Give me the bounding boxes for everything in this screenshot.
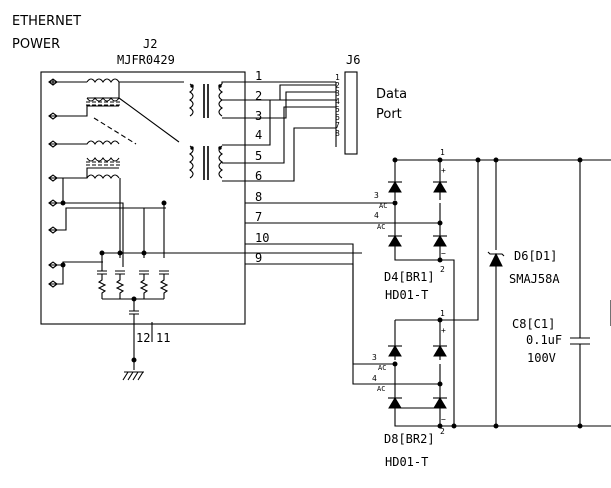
j6-connector-box (344, 71, 358, 155)
bridge2-ac-2: AC (377, 385, 385, 393)
j2-pin-2: 2 (255, 89, 262, 103)
tvs-diode-d6 (487, 160, 505, 426)
j6-label-port: Port (376, 107, 402, 122)
j2-pin-4: 4 (255, 128, 262, 142)
common-mode-choke-lower (57, 140, 122, 179)
bridge2-pin-4: 4 (372, 374, 377, 383)
ground-wire (133, 322, 153, 370)
output-rails (440, 157, 611, 429)
j2-pin-8: 8 (255, 190, 262, 204)
bridge-rectifier-1 (370, 157, 447, 263)
isolation-transformer-upper (189, 83, 223, 118)
j6-pin-8: 8 (335, 129, 340, 138)
j2-pin-3: 3 (255, 109, 262, 123)
bridge2-pin-3: 3 (372, 353, 377, 362)
ground-junction (131, 357, 137, 363)
j2-pin-11: 11 (156, 331, 170, 345)
bob-smith-termination (57, 177, 362, 322)
bridge1-plus: + (441, 166, 446, 175)
bridge1-ac-2: AC (377, 223, 385, 231)
j6-pin-3: 3 (335, 89, 340, 98)
j2-connector-box (40, 71, 246, 325)
bridge1-minus: − (441, 249, 446, 258)
title-line-2: POWER (12, 37, 60, 52)
bridge1-part: HD01-T (385, 288, 428, 302)
j6-ref-label: J6 (346, 53, 360, 67)
bridge2-pin-1: 1 (440, 309, 445, 318)
bridge2-minus: − (441, 415, 446, 424)
capacitor-c8 (570, 160, 611, 426)
bridge2-ac-1: AC (378, 364, 386, 372)
j2-output-wires (221, 81, 337, 182)
ground-symbol (122, 371, 144, 381)
j2-part-label: MJFR0429 (117, 53, 175, 67)
j2-pin-9: 9 (255, 251, 262, 265)
j6-pin-numbers: 1 2 3 4 5 6 7 8 (335, 73, 340, 138)
j2-pin-5: 5 (255, 149, 262, 163)
bridge1-pin-4: 4 (374, 211, 379, 220)
j2-pin-1: 1 (255, 69, 262, 83)
cap-ref: C8[C1] (512, 317, 555, 331)
bridge-rectifier-2 (381, 317, 447, 429)
bridge2-ref: D8[BR2] (384, 432, 435, 446)
bridge1-superscript: 2 (440, 265, 445, 274)
j6-pin-4: 4 (335, 97, 340, 106)
tvs-part: SMAJ58A (509, 272, 560, 286)
j2-pin-6: 6 (255, 169, 262, 183)
j6-pin-1: 1 (335, 73, 340, 82)
bridge2-superscript: 2 (440, 427, 445, 436)
bridge1-pin-1: 1 (440, 148, 445, 157)
isolation-transformer-lower (189, 145, 223, 180)
bridge2-part: HD01-T (385, 455, 428, 469)
bridge1-ref: D4[BR1] (384, 270, 435, 284)
j6-pin-6: 6 (335, 113, 340, 122)
j2-left-contacts (48, 78, 58, 288)
tvs-ref: D6[D1] (514, 249, 557, 263)
j2-pin-10: 10 (255, 231, 269, 245)
bridge2-plus: + (441, 326, 446, 335)
j2-pin-7: 7 (255, 210, 262, 224)
bridge1-pin-3: 3 (374, 191, 379, 200)
j6-pin-5: 5 (335, 105, 340, 114)
j6-pin-2: 2 (335, 81, 340, 90)
j2-pin-12: 12 (136, 331, 150, 345)
common-mode-choke-upper (57, 78, 184, 145)
cap-voltage: 100V (527, 351, 556, 365)
j6-pin-7: 7 (335, 121, 340, 130)
bridge1-ac-1: AC (379, 202, 387, 210)
j6-label-data: Data (376, 87, 407, 102)
title-line-1: ETHERNET (12, 14, 81, 29)
cap-value: 0.1uF (526, 333, 562, 347)
j2-ref-label: J2 (143, 37, 157, 51)
